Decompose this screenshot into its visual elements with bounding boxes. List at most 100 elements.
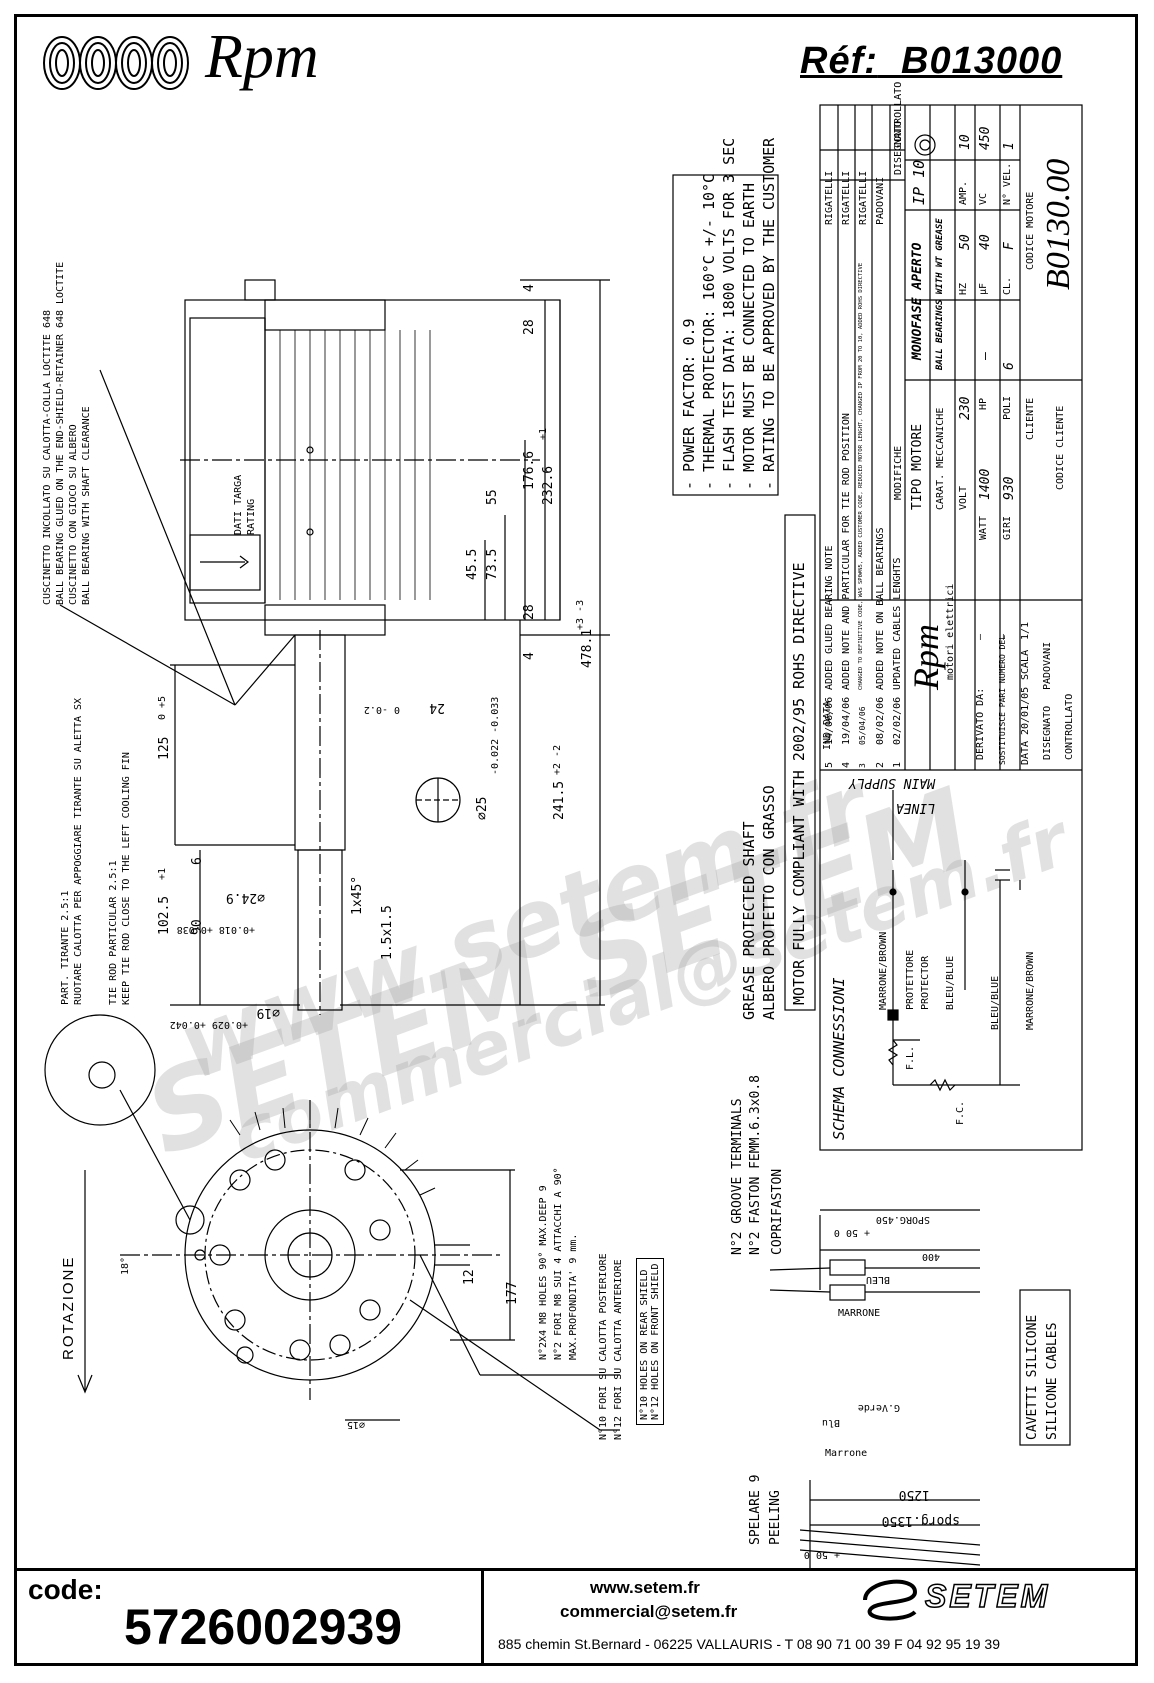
- dim-232-tol: +1: [538, 427, 549, 440]
- dim-102-tol: +1: [157, 867, 168, 880]
- rev-3-by: RIGATELLI: [858, 170, 869, 225]
- note-shaft-clearance-en: BALL BEARING WITH SHAFT CLEARANCE: [81, 406, 92, 605]
- schema-title: SCHEMA CONNESSIONI: [830, 977, 848, 1140]
- schema-wire-blue-1: BLEU/BLUE: [945, 955, 956, 1010]
- grease-note-it: ALBERO PROTETTO CON GRASSO: [760, 785, 778, 1020]
- wire-blu: Blu: [821, 1417, 840, 1428]
- cable-len-400: 400: [921, 1251, 940, 1262]
- note-glued-bearing-it: CUSCINETTO INCOLLATO SU CALOTTA-COLLA LO…: [42, 309, 53, 605]
- tb-scala: 1/1: [1020, 621, 1031, 640]
- terminals-note-1: N°2 GROOVE TERMINALS: [730, 1098, 745, 1255]
- spec-rating-approval: - RATING TO BE APPROVED BY THE CUSTOMER: [760, 137, 778, 490]
- dim-55: 55: [485, 489, 500, 505]
- cables-note-en: SILICONE CABLES: [1045, 1322, 1060, 1440]
- wire-bleu: BLEU: [865, 1274, 890, 1285]
- code-number: 5726002939: [124, 1599, 403, 1655]
- tb-data-label: DATA: [1020, 740, 1031, 765]
- dim-4-top: 4: [522, 284, 537, 292]
- tb-hp: —: [978, 352, 993, 360]
- dim-25-tol: -0.022 -0.033: [490, 696, 501, 775]
- dim-4-bottom: 4: [522, 652, 537, 660]
- rev-4-text: ADDED NOTE AND PARTICULAR FOR TIE ROD PO…: [841, 413, 852, 690]
- schema-wire-brown: MARRONE/BROWN: [878, 931, 889, 1010]
- hole-note-3: MAX.PROFONDITA' 9 mm.: [568, 1233, 579, 1360]
- note-glued-bearing-en: BALL BEARING GLUED ON THE END-SHIELD-RET…: [55, 261, 66, 605]
- tb-col-controllato: CONTROLLATO: [893, 81, 904, 148]
- dim-chamfer: 1x45°: [350, 875, 365, 915]
- tb-hp-label: HP: [978, 397, 989, 410]
- tb-vc: 450: [978, 126, 993, 150]
- dim-177: 177: [505, 1281, 520, 1305]
- tb-derivato-label: DERIVATO DA:: [975, 687, 986, 760]
- dim-232: 232.6: [541, 465, 556, 505]
- setem-swirl-logo: [863, 1579, 918, 1621]
- drawing-frame: [14, 14, 1138, 1666]
- rating-label-it: DATI TARGA: [233, 474, 244, 535]
- hole-note-6: N°10 HOLES ON REAR SHIELD: [639, 1269, 650, 1420]
- dim-24: 24: [429, 700, 445, 715]
- peeling-note-it: SPELARE 9: [748, 1474, 763, 1545]
- hole-note-2: N°2 FORI M8 SUI 4 ATTACCHI A 90°: [553, 1167, 564, 1360]
- tb-carat-label: CARAT. MECCANICHE: [935, 407, 946, 510]
- cable-sporg-450: SPORG.450: [875, 1214, 930, 1225]
- tb-disegnato-label: DISEGNATO: [1042, 705, 1053, 760]
- grease-note-en: GREASE PROTECTED SHAFT: [740, 821, 758, 1020]
- footer-divider: [14, 1568, 1138, 1571]
- rev-1-text: UPDATED CABLES LENGHTS: [892, 557, 903, 690]
- tb-tipo-motore-label: TIPO MOTORE: [910, 423, 925, 510]
- tb-vel: 1: [1002, 142, 1017, 150]
- dim-12: 12: [462, 1269, 477, 1285]
- ref-code: B013000: [901, 40, 1063, 82]
- dim-478: 478.1: [580, 628, 595, 668]
- spec-thermal-protector: - THERMAL PROTECTOR: 160°C +/- 10°C: [700, 173, 718, 490]
- dim-45: 45.5: [465, 548, 480, 580]
- tb-controllato-label: CONTROLLATO: [1064, 693, 1075, 760]
- tb-vel-label: N° VEL.: [1002, 162, 1013, 205]
- footer-email: commercial@setem.fr: [560, 1602, 738, 1621]
- dim-478-tol: +3 -3: [575, 599, 586, 630]
- hole-note-5: N°12 FORI SU CALOTTA ANTERIORE: [613, 1259, 624, 1440]
- rev-5-by: RIGATELLI: [824, 170, 835, 225]
- tb-poli: 6: [1002, 362, 1017, 370]
- rev-1-date: 02/02/06: [892, 696, 903, 745]
- tb-vc-label: VC: [978, 192, 989, 205]
- rev-4-num: 4: [841, 761, 852, 768]
- rating-label-en: RATING: [246, 498, 257, 535]
- dim-28-bottom: 28: [522, 604, 537, 620]
- cables-note-it: CAVETTI SILICONE: [1025, 1314, 1040, 1440]
- rev-5-date: 14/06/06: [824, 696, 835, 745]
- dim-15: ⌀15: [346, 1419, 365, 1430]
- wire-g-verde: G.Verde: [857, 1402, 900, 1413]
- schema-wire-blue-2: BLEU/BLUE: [990, 975, 1001, 1030]
- terminals-note-2: N°2 FASTON FEMM.6.3x0.8: [748, 1074, 763, 1255]
- tb-hz-label: HZ: [958, 282, 969, 295]
- schema-linea: LINEA: [895, 800, 935, 815]
- rev-3-date: 05/04/06: [858, 706, 867, 745]
- brand-name: Rpm: [205, 23, 319, 91]
- footer-web: www.setem.fr: [590, 1578, 700, 1597]
- rotation-label: ROTAZIONE: [60, 1255, 77, 1360]
- rev-4-by: RIGATELLI: [841, 170, 852, 225]
- dim-90-tol: +0.018 +0.038: [176, 924, 255, 935]
- schema-fl: F.L.: [905, 1045, 916, 1070]
- terminals-note-3: COPRIFASTON: [770, 1168, 785, 1255]
- code-box: code: 5726002939: [14, 1568, 484, 1666]
- ref-label-text: Réf:: [800, 40, 878, 82]
- tb-giri: 930: [1002, 476, 1017, 500]
- tb-scala-label: SCALA: [1020, 649, 1031, 680]
- tb-tipo-motore: MONOFASE APERTO: [910, 242, 925, 360]
- note-tie-rod-it-1: PART. TIRANTE 2.5:1: [60, 890, 71, 1005]
- tb-rpm-sub: motori elettrici: [945, 583, 956, 680]
- hole-note-1: N°2X4 M8 HOLES 90° MAX.DEEP 9: [538, 1185, 549, 1360]
- rev-5-num: 5: [824, 761, 835, 768]
- schema-wire-brown-2: MARRONE/BROWN: [1025, 951, 1036, 1030]
- dim-angle-18: 18°: [120, 1256, 131, 1275]
- tb-giri-label: GIRI: [1002, 515, 1013, 540]
- cable-sporg-1350-tol: + 50 0: [803, 1549, 840, 1560]
- wire-marrone-2: Marrone: [825, 1448, 868, 1459]
- schema-protettore: PROTETTORE: [905, 949, 916, 1010]
- dim-73: 73.5: [485, 548, 500, 580]
- tb-hz: 50: [958, 234, 973, 250]
- dim-24-9: ⌀24.9: [225, 890, 265, 905]
